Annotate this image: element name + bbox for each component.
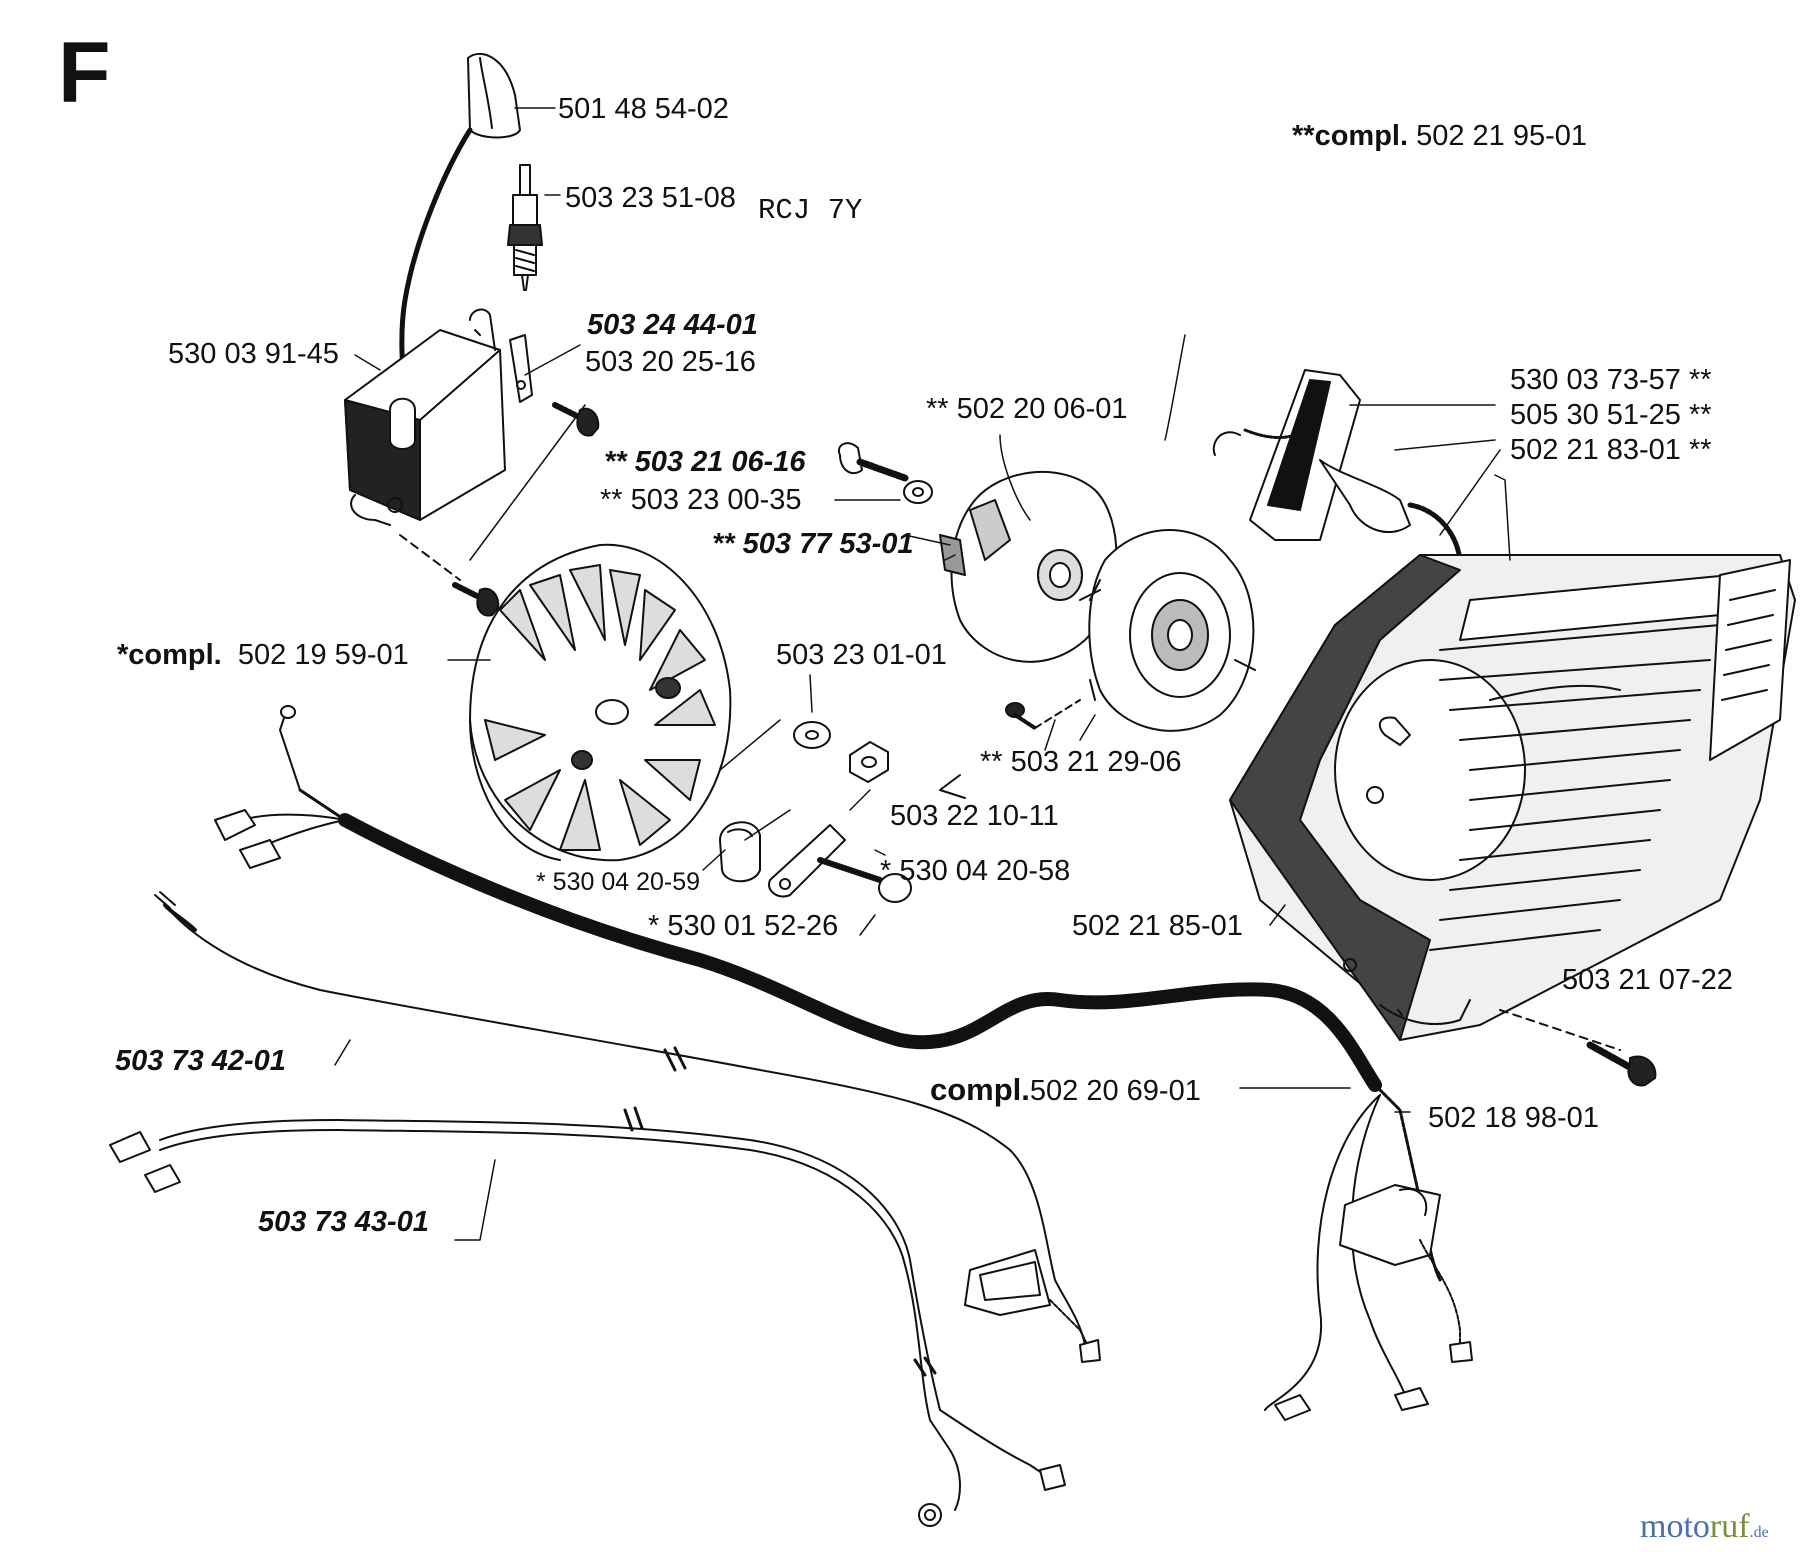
label-flywheel-washer: 503 23 01-01 [776,639,947,671]
pawl-drawing [769,825,845,897]
label-flywheel-nut: 503 22 10-11 [890,800,1059,832]
watermark-part-1: moto [1640,1508,1710,1545]
label-harness-compl-prefix: compl. [930,1072,1030,1107]
watermark-part-2: ruf [1709,1508,1750,1545]
wire-2-drawing [110,1108,1065,1526]
label-starter-housing: 502 21 85-01 [1072,910,1243,942]
label-spark-plug: 503 23 51-08 [565,182,736,214]
spark-plug-drawing [508,165,542,290]
pulley-drawing [940,472,1116,662]
label-spark-plug-type: RCJ 7Y [758,194,863,227]
label-pawl-pin: * 530 01 52-26 [648,910,839,942]
label-rope: 502 21 83-01 ** [1510,434,1712,466]
pulley-washer-drawing [904,481,932,503]
label-contact-strip: 503 24 44-01 [587,309,758,341]
watermark-part-3: .de [1749,1524,1769,1541]
label-pulley-washer: ** 503 23 00-35 [600,484,802,516]
flywheel-washer-drawing [794,722,830,748]
module-screw-drawing [400,405,598,616]
flywheel-drawing [470,545,730,861]
label-starter-screw: ** 503 21 29-06 [980,746,1182,778]
label-module-screw: 503 20 25-16 [585,346,756,378]
arrow-mark [940,775,965,798]
pawl-pin-drawing [820,860,911,902]
label-pawl: * 530 04 20-58 [880,855,1071,887]
pulley-screw-drawing [839,443,905,478]
label-flywheel-compl: *compl. 502 19 59-01 [117,641,409,670]
label-handle-2: 505 30 51-25 ** [1510,399,1712,431]
ignition-module-drawing [345,310,505,525]
harness-drawing [215,706,1472,1420]
starter-spring-drawing [1080,530,1255,731]
housing-screw-drawing [1500,1010,1655,1085]
label-harness-compl-num: 502 20 69-01 [1029,1075,1201,1107]
label-flywheel-compl-num: 502 19 59-01 [237,639,409,671]
label-spring: * 530 04 20-59 [536,868,701,896]
starter-screw-drawing [1006,700,1080,728]
label-pulley: ** 503 77 53-01 [712,528,914,560]
label-starter-compl-prefix: **compl. [1292,120,1409,152]
label-housing-screw: 503 21 07-22 [1562,964,1733,996]
label-flywheel-compl-prefix: *compl. [117,639,222,671]
watermark: motoruf.de [1640,1510,1769,1544]
section-letter: F [58,25,111,121]
label-starter-compl: **compl. 502 21 95-01 [1292,122,1587,151]
label-pulley-spring: ** 502 20 06-01 [926,393,1128,425]
spring-drawing [720,822,760,881]
contact-strip-drawing [510,335,532,402]
leader-lines [335,108,1510,1240]
label-cable-sleeve: 502 18 98-01 [1428,1102,1599,1134]
flywheel-nut-drawing [850,742,888,782]
label-ignition-cap: 501 48 54-02 [558,93,729,125]
label-starter-compl-num: 502 21 95-01 [1416,120,1588,152]
wire-1-drawing [155,892,1100,1362]
label-harness-compl: compl.502 20 69-01 [930,1074,1201,1106]
starter-housing-drawing [1230,555,1795,1040]
label-handle-1: 530 03 73-57 ** [1510,364,1712,396]
label-wire-2: 503 73 43-01 [258,1206,429,1238]
label-pulley-screw: ** 503 21 06-16 [604,446,806,478]
label-wire-1: 503 73 42-01 [115,1045,286,1077]
label-ignition-module: 530 03 91-45 [168,338,339,370]
